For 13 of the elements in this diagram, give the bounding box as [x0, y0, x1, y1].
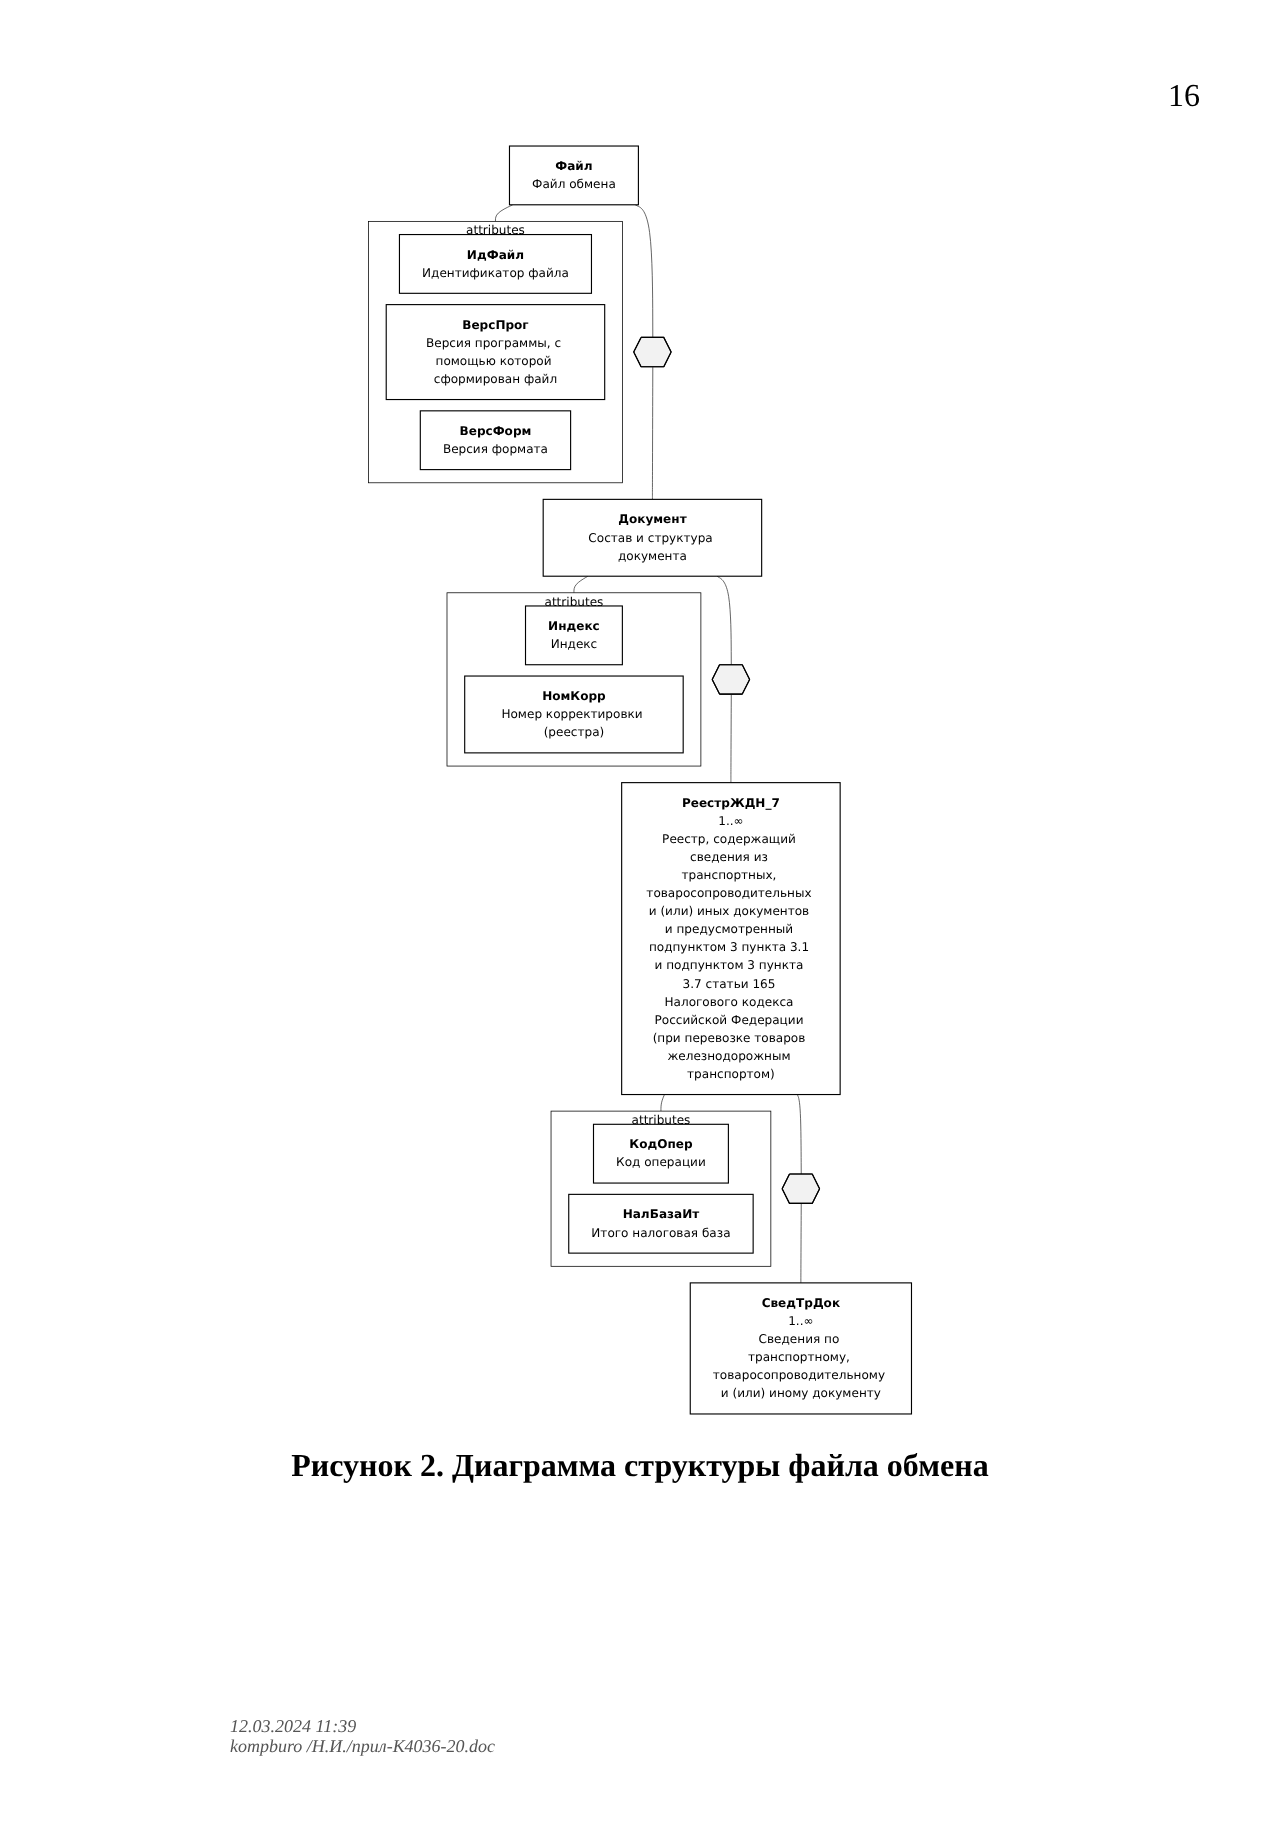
connector	[800, 1203, 802, 1284]
connector	[730, 694, 732, 783]
page-number: 16	[1168, 80, 1200, 116]
connector	[716, 575, 732, 666]
connector	[652, 366, 654, 500]
connector	[660, 1094, 665, 1112]
footer-note: kompburo /Н.И./прил-К4036-20.doc	[230, 1736, 496, 1756]
connector	[796, 1094, 802, 1175]
connector	[634, 204, 654, 339]
footer-note: 12.03.2024 11:39	[230, 1716, 359, 1736]
connector	[573, 575, 589, 594]
connector	[495, 204, 514, 222]
figure-caption: Рисунок 2. Диаграмма структуры файла обмена	[289, 1450, 991, 1486]
